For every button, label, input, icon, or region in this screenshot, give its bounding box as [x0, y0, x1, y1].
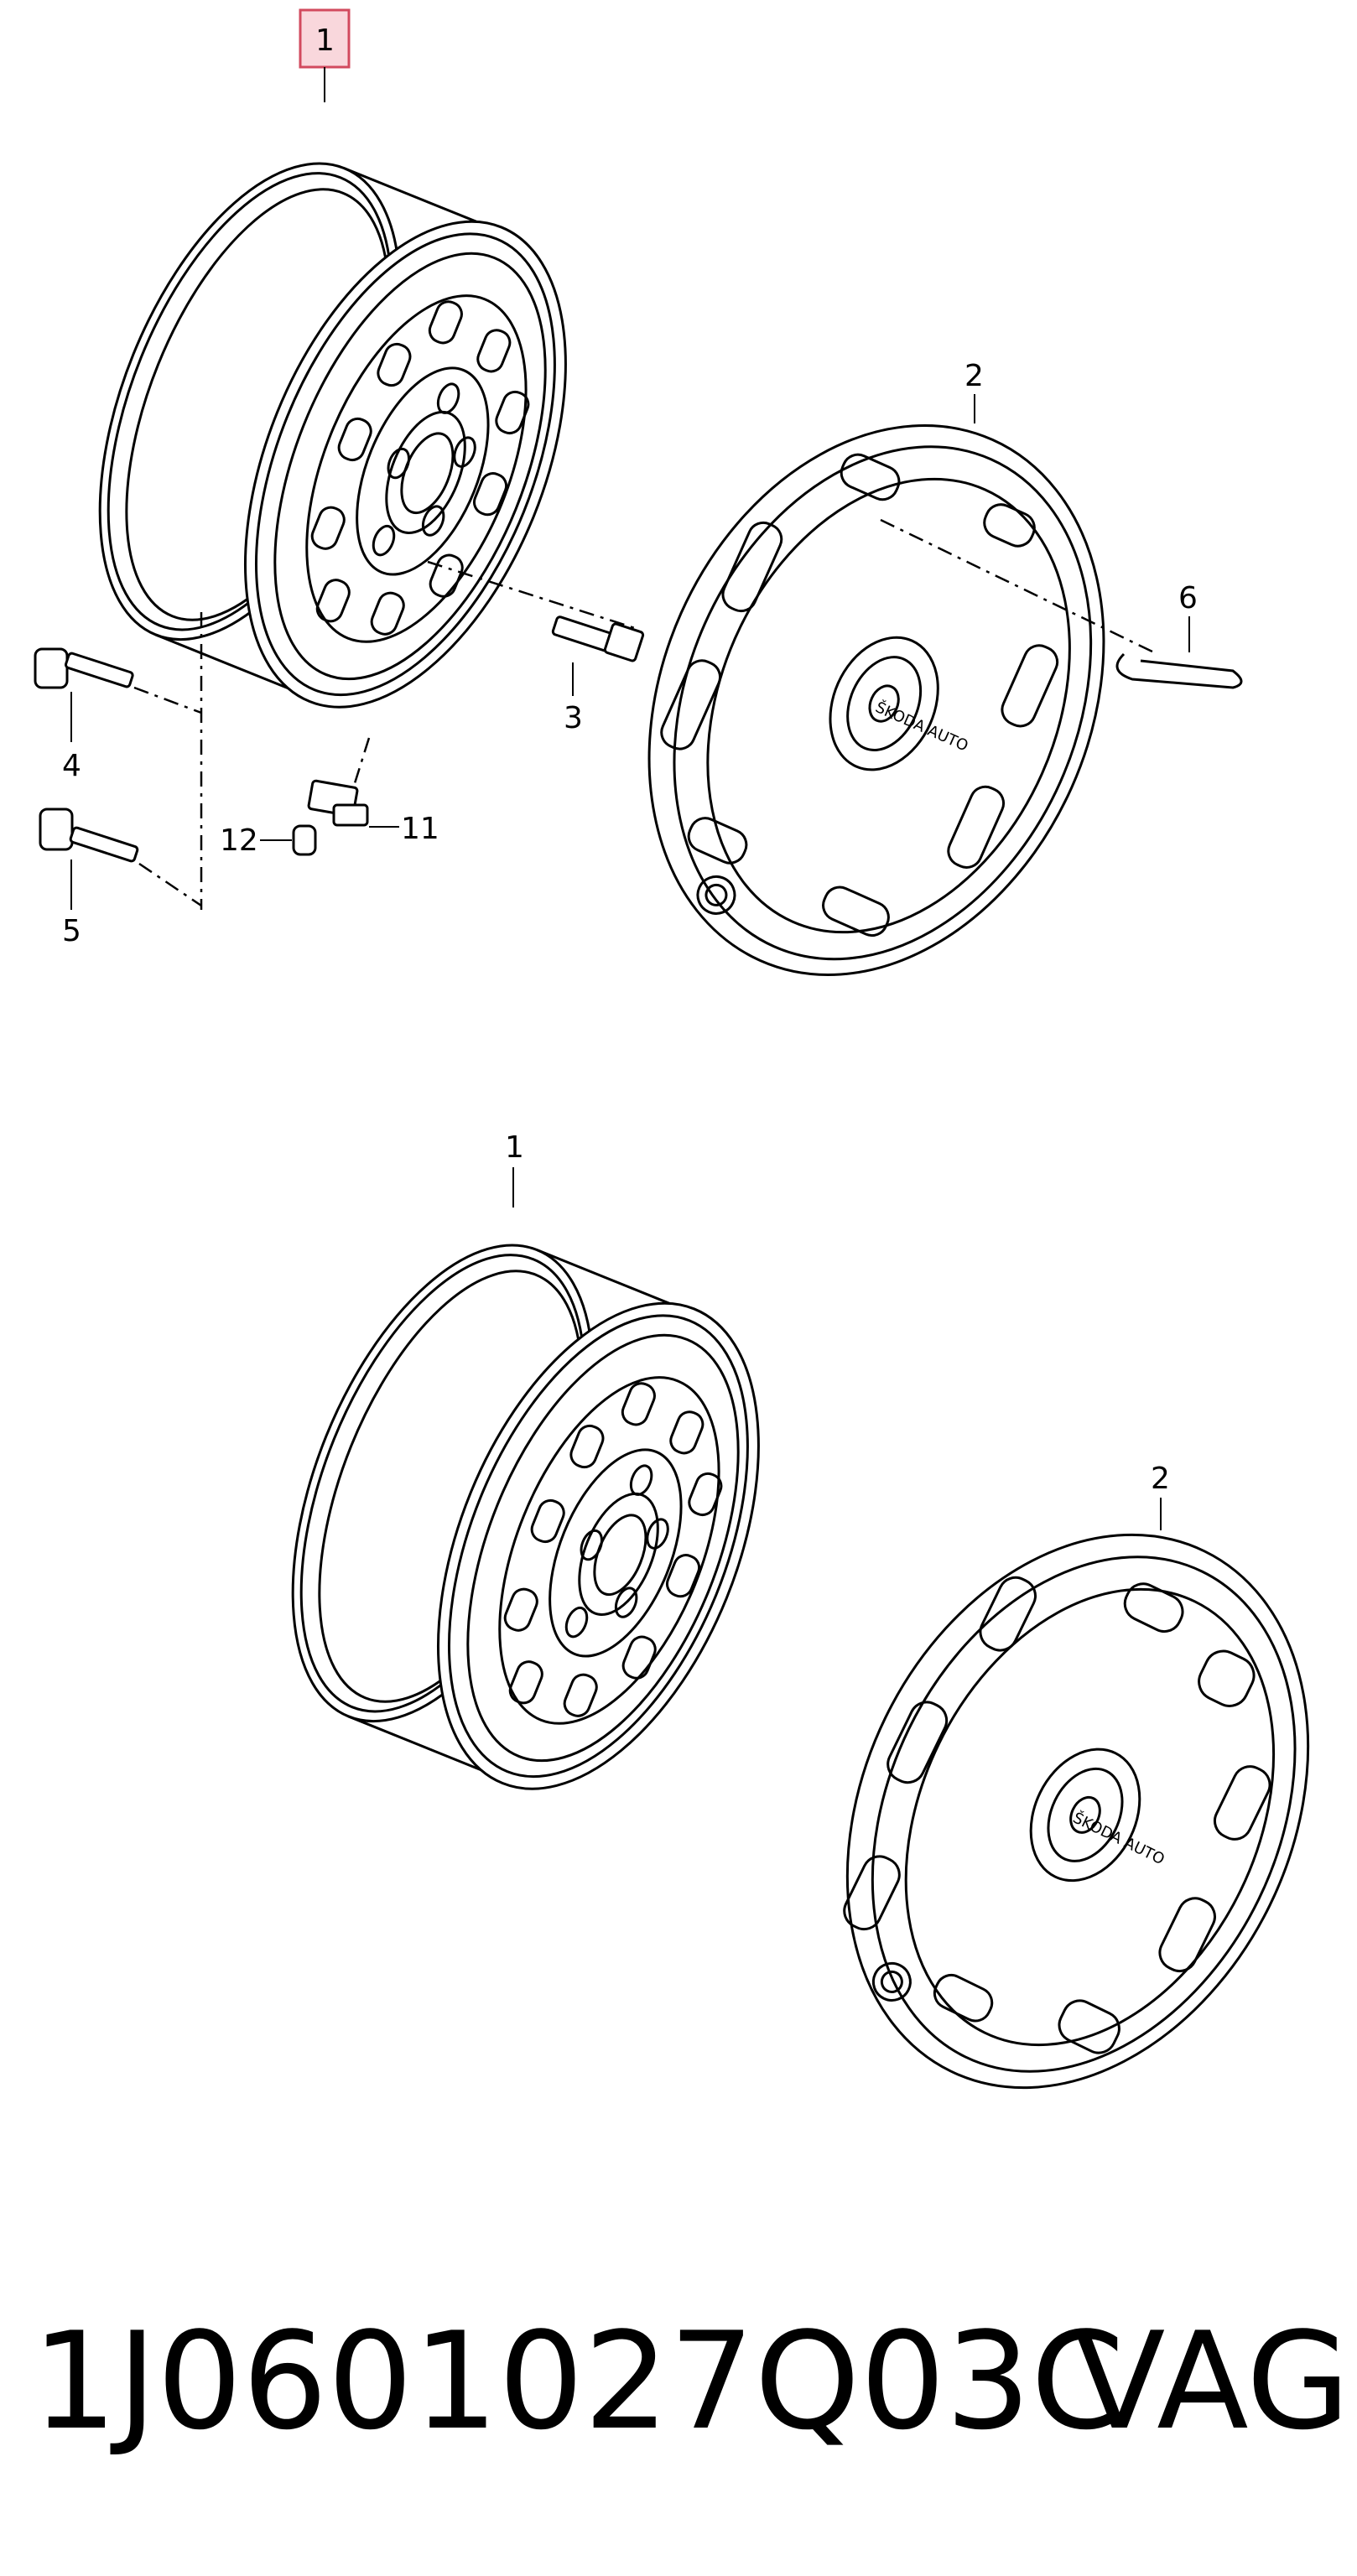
clip-part-6: [1115, 652, 1243, 689]
sensor-part-12: [292, 824, 317, 856]
hubcap-top: [647, 424, 1105, 976]
valve-part-5: [39, 808, 139, 863]
bolt-dash: [427, 560, 638, 631]
callout-3-label: 3: [564, 701, 583, 735]
callout-6-label: 6: [1178, 581, 1198, 615]
top-assembly: 1: [34, 8, 1243, 976]
callout-5-label: 5: [62, 914, 81, 948]
valve-5-dash: [138, 862, 202, 907]
hubcap-bottom: [843, 1533, 1310, 2090]
brand-name: VAG: [1074, 2303, 1350, 2459]
bolt-part-3: [551, 615, 645, 662]
footer-caption: 1J0601027Q03C VAG: [0, 2298, 1357, 2465]
callout-bottom-2-label: 2: [1151, 1462, 1170, 1496]
steel-wheel-top: [98, 162, 567, 709]
callout-1-label: 1: [315, 23, 335, 58]
bottom-assembly: 1: [291, 1130, 1310, 2090]
callout-11-label: 11: [401, 812, 439, 846]
valve-part-4: [34, 647, 134, 689]
callout-12-label: 12: [220, 823, 258, 858]
sensor-dash: [349, 737, 371, 797]
hubcap-top-dash: [880, 518, 1158, 656]
callout-4-label: 4: [62, 749, 81, 783]
part-number: 1J0601027Q03C: [32, 2303, 1125, 2459]
callout-bottom-1-label: 1: [505, 1130, 524, 1165]
steel-wheel-bottom: [291, 1244, 760, 1790]
sensor-part-11: [307, 779, 369, 827]
callout-2-label: 2: [964, 359, 984, 393]
valve-4-dash: [133, 686, 202, 714]
